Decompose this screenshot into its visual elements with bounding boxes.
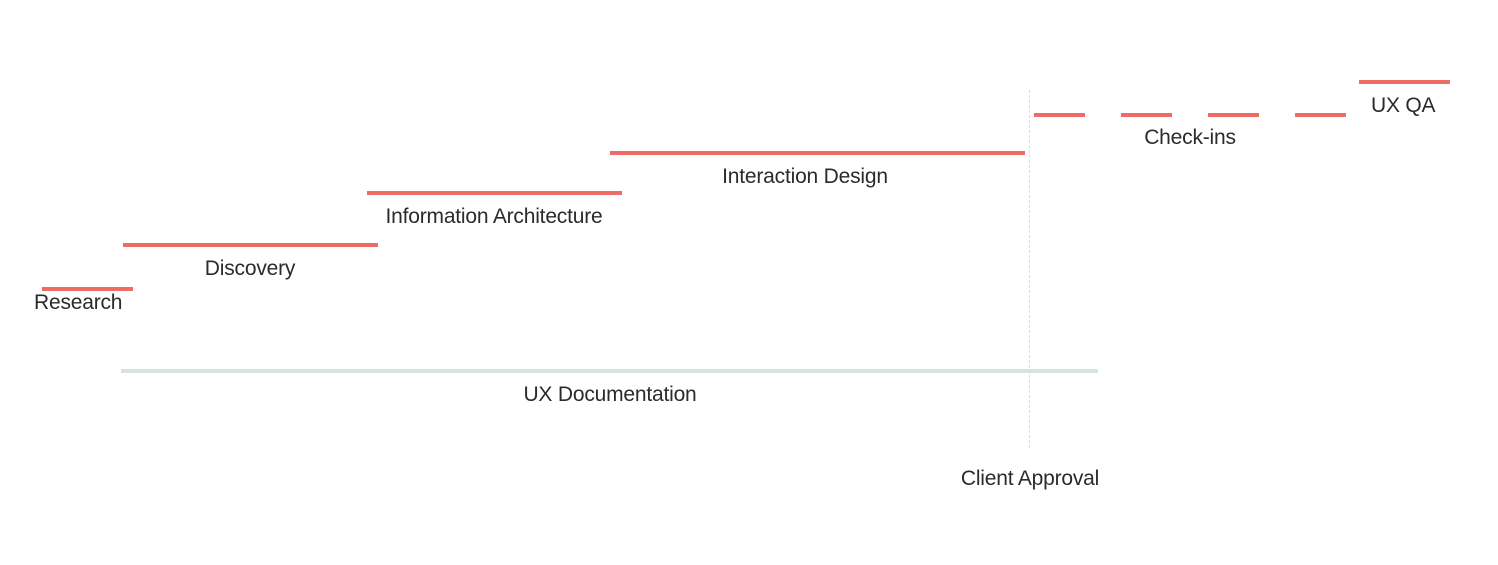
ux-qa-label: UX QA (1371, 94, 1436, 117)
ux-documentation-bar (121, 369, 1098, 373)
interaction-design-bar (610, 151, 1025, 155)
check-ins-segment-3 (1208, 113, 1259, 117)
discovery-bar (123, 243, 378, 247)
ux-documentation-label: UX Documentation (523, 383, 697, 406)
research-bar (42, 287, 133, 291)
research-label: Research (34, 291, 123, 314)
information-architecture-label: Information Architecture (385, 205, 603, 228)
information-architecture-bar (367, 191, 622, 195)
discovery-label: Discovery (204, 257, 296, 280)
check-ins-segment-4 (1295, 113, 1346, 117)
client-approval-divider (1029, 90, 1030, 448)
ux-qa-bar (1359, 80, 1450, 84)
check-ins-segment-2 (1121, 113, 1172, 117)
check-ins-label: Check-ins (1144, 126, 1236, 149)
client-approval-label: Client Approval (960, 467, 1100, 490)
interaction-design-label: Interaction Design (722, 165, 888, 188)
check-ins-segment-1 (1034, 113, 1085, 117)
